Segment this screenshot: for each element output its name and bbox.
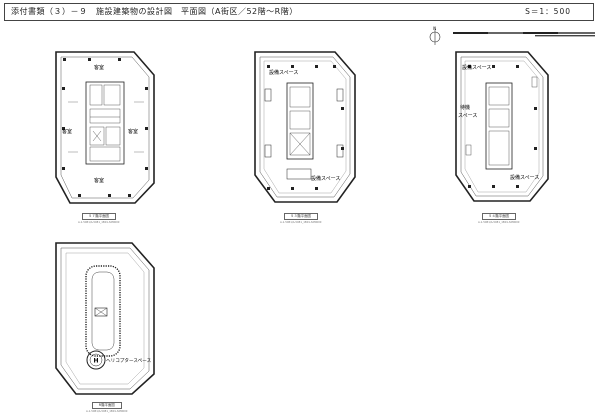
sheet-title: 添付書類（３）－９ 施設建築物の設計図 平面図（A街区／52階～R階） [11,7,298,16]
room-label: 待機 [460,104,470,111]
plan-caption: ５３階平面図 A-1-5081/A-5081_1B01-SM0000 [280,213,321,224]
plan-caption-sub: A-1-5081/A-5081_1B01-SM0000 [78,221,120,224]
room-label: ヘリコプタースペース [106,357,152,364]
north-arrow-icon: N [429,26,441,45]
room-label: 設備スペース [462,64,491,71]
plan-caption: ５４階平面図 A-1-5081/A-5081_1B01-SM0000 [478,213,519,224]
plan-caption-text: ５４階平面図 [481,213,516,220]
plan-caption-text: ５３階平面図 [283,213,318,220]
room-label: スペース [458,113,477,119]
helipad-icon: H [86,350,106,370]
title-block: 添付書類（３）－９ 施設建築物の設計図 平面図（A街区／52階～R階） S＝1：… [4,3,594,21]
room-label: 設備スペース [510,174,539,181]
plan-caption: ５７階平面図 A-1-5081/A-5081_1B01-SM0000 [78,213,119,224]
plan-caption: R階平面図 A-1-5081/A-5081_1B01-SM0000 [86,402,127,413]
scale-bar [453,32,595,37]
room-label: 客室 [94,64,104,71]
plan-caption-sub: A-1-5081/A-5081_1B01-SM0000 [478,221,520,224]
svg-text:H: H [94,358,99,365]
svg-text:N: N [433,26,436,31]
room-label: 客室 [62,128,72,135]
scale-label: S＝1：500 [525,7,571,16]
floor-plan-54: 設備スペース 待機 スペース 設備スペース [455,51,549,202]
room-label: 客室 [94,177,104,184]
room-label: 設備スペース [269,69,298,76]
floor-plan-57: 客室 客室 客室 客室 [55,51,155,204]
plan-caption-sub: A-1-5081/A-5081_1B01-SM0000 [86,410,128,413]
plan-caption-text: ５７階平面図 [81,213,116,220]
floor-plan-roof: H ヘリコプタースペース [55,242,155,395]
plan-caption-text: R階平面図 [91,402,122,409]
floor-plan-53: 設備スペース 設備スペース [254,51,356,203]
room-label: 設備スペース [311,175,340,182]
north-arrow-and-scale-bar: N [429,26,595,45]
plan-caption-sub: A-1-5081/A-5081_1B01-SM0000 [280,221,322,224]
room-label: 客室 [128,128,138,135]
